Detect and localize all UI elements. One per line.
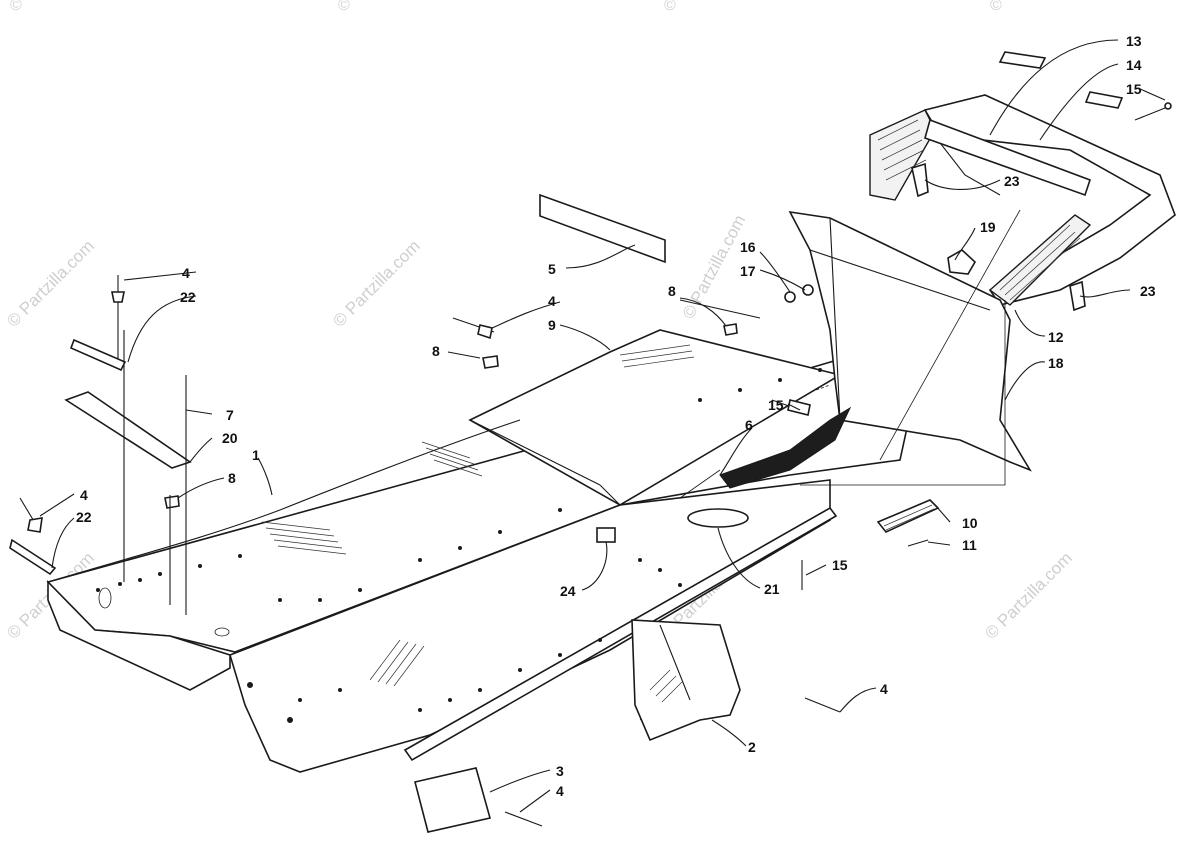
tunnel-body [46, 320, 932, 773]
callout-8: 8 [432, 343, 440, 359]
callout-4: 4 [556, 783, 564, 799]
watermark-copyright-mark: © [338, 0, 350, 14]
watermark-copyright-mark: © [990, 0, 1002, 14]
watermark-text: © Partzilla.com [3, 236, 97, 330]
callout-5: 5 [548, 261, 556, 277]
leader-lines [39, 39, 1166, 813]
callout-14: 14 [1126, 57, 1142, 73]
callout-15: 15 [832, 557, 848, 573]
watermark-copyright-mark: © [664, 0, 676, 14]
callout-15: 15 [768, 397, 784, 413]
watermark-text: © Partzilla.com [679, 212, 750, 322]
callout-2: 2 [748, 739, 756, 755]
callout-23: 23 [1004, 173, 1020, 189]
callout-22: 22 [180, 289, 196, 305]
callout-23: 23 [1140, 283, 1156, 299]
callout-12: 12 [1048, 329, 1064, 345]
callout-18: 18 [1048, 355, 1064, 371]
callout-1: 1 [252, 447, 260, 463]
callout-20: 20 [222, 430, 238, 446]
callout-21: 21 [764, 581, 780, 597]
callout-4: 4 [80, 487, 88, 503]
watermark-copyright-mark: © [10, 0, 22, 14]
callout-15: 15 [1126, 81, 1142, 97]
callout-24: 24 [560, 583, 576, 599]
small-parts [9, 51, 1172, 833]
callout-8: 8 [668, 283, 676, 299]
callout-7: 7 [226, 407, 234, 423]
rear-bumper-assembly [788, 94, 1176, 472]
watermark-text: © Partzilla.com [981, 548, 1075, 642]
callout-10: 10 [962, 515, 978, 531]
callout-16: 16 [740, 239, 756, 255]
callout-4: 4 [182, 265, 190, 281]
callout-11: 11 [962, 537, 977, 553]
callout-4: 4 [880, 681, 888, 697]
callout-labels: 13 14 15 23 16 17 19 23 12 18 5 8 4 9 8 … [76, 33, 1156, 799]
callout-6: 6 [745, 417, 753, 433]
watermark-text: © Partzilla.com [329, 236, 423, 330]
callout-4: 4 [548, 293, 556, 309]
rivet-holes [96, 368, 822, 723]
callout-17: 17 [740, 263, 756, 279]
callout-9: 9 [548, 317, 556, 333]
callout-22: 22 [76, 509, 92, 525]
callout-13: 13 [1126, 33, 1142, 49]
callout-8: 8 [228, 470, 236, 486]
callout-19: 19 [980, 219, 996, 235]
callout-3: 3 [556, 763, 564, 779]
